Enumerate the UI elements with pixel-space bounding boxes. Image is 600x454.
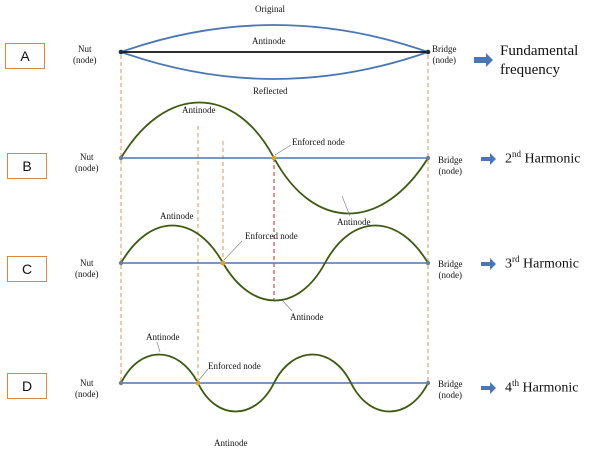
label-antinode-b-top: Antinode: [182, 105, 216, 115]
harmonic-word-d: Harmonic: [519, 380, 579, 396]
bridge-text-a: Bridge: [432, 44, 457, 54]
bridge-text-c: Bridge: [438, 259, 463, 269]
bridge-note-a: (node): [432, 55, 457, 65]
nut-label-a: Nut (node): [73, 44, 97, 66]
wave-original: [120, 24, 429, 53]
nut-note-c: (node): [75, 269, 99, 279]
nut-note-d: (node): [75, 389, 99, 399]
fundamental-line1: Fundamental: [500, 43, 579, 59]
harmonic-sup-d: th: [512, 378, 520, 388]
bridge-text-b: Bridge: [438, 155, 463, 165]
wave-d: [120, 353, 429, 413]
nut-note-a: (node): [73, 55, 97, 65]
harmonic-sup-c: rd: [512, 254, 520, 264]
nut-text-b: Nut: [80, 152, 94, 162]
nut-text-c: Nut: [80, 258, 94, 268]
nut-text-a: Nut: [78, 44, 92, 54]
row-label-c: C: [7, 256, 47, 282]
row-label-d: D: [7, 373, 47, 399]
antinode-pointer-b-bottom: [341, 195, 351, 217]
nut-node-d: [118, 380, 124, 386]
harmonic-label-c: 3rd Harmonic: [505, 254, 579, 273]
label-enforced-node-d: Enforced node: [208, 361, 261, 371]
label-antinode-d-top: Antinode: [146, 332, 180, 342]
label-enforced-node-b: Enforced node: [292, 137, 345, 147]
harmonic-num-d: 4: [505, 380, 512, 396]
enforced-pointer-b: [274, 144, 292, 156]
arrow-d: [481, 382, 496, 394]
fundamental-line2: frequency: [500, 62, 560, 78]
nut-node-c: [118, 260, 124, 266]
bridge-node-b: [425, 155, 431, 161]
fundamental-frequency-label: Fundamental frequency: [500, 42, 578, 80]
nut-label-c: Nut (node): [75, 258, 99, 280]
bridge-note-b: (node): [438, 166, 463, 176]
row-label-a: A: [5, 43, 45, 69]
enforced-node-d: [195, 380, 201, 386]
arrow-b: [481, 153, 496, 165]
label-reflected: Reflected: [253, 86, 288, 96]
harmonic-num-b: 2: [505, 151, 512, 167]
bridge-note-c: (node): [438, 270, 463, 280]
bridge-node-d: [425, 380, 431, 386]
bridge-node-a: [425, 49, 431, 55]
bridge-node-c: [425, 260, 431, 266]
arrow-a: [474, 53, 493, 67]
nut-node-a: [118, 49, 124, 55]
row-label-b: B: [7, 153, 47, 179]
nut-note-b: (node): [75, 163, 99, 173]
harmonic-label-d: 4th Harmonic: [505, 378, 579, 397]
enforced-node-b: [271, 155, 277, 161]
harmonic-sup-b: nd: [512, 149, 521, 159]
enforced-pointer-c: [223, 240, 243, 261]
antinode-pointer-c-bottom: [281, 299, 293, 312]
arrow-c: [481, 258, 496, 270]
label-antinode-c-bottom: Antinode: [290, 312, 324, 322]
label-antinode-b-bottom: Antinode: [337, 217, 371, 227]
antinode-pointer-d-top: [156, 341, 161, 353]
label-antinode-d-bottom: Antinode: [214, 438, 248, 448]
label-antinode-a: Antinode: [252, 36, 286, 46]
enforced-node-c: [220, 260, 226, 266]
nut-node-b: [118, 155, 124, 161]
harmonic-word-b: Harmonic: [521, 151, 581, 167]
bridge-label-b: Bridge (node): [438, 155, 463, 177]
harmonic-label-b: 2nd Harmonic: [505, 149, 580, 168]
nut-label-d: Nut (node): [75, 378, 99, 400]
bridge-note-d: (node): [438, 390, 463, 400]
bridge-text-d: Bridge: [438, 379, 463, 389]
label-original: Original: [255, 4, 285, 14]
wave-reflected: [120, 51, 429, 80]
label-antinode-c-top: Antinode: [160, 211, 194, 221]
nut-label-b: Nut (node): [75, 152, 99, 174]
enforced-pointer-d: [198, 368, 209, 381]
bridge-label-d: Bridge (node): [438, 379, 463, 401]
nut-text-d: Nut: [80, 378, 94, 388]
harmonic-word-c: Harmonic: [519, 256, 579, 272]
wave-c: [120, 224, 429, 302]
bridge-label-c: Bridge (node): [438, 259, 463, 281]
label-enforced-node-c: Enforced node: [245, 231, 298, 241]
bridge-label-a: Bridge (node): [432, 44, 457, 66]
harmonic-num-c: 3: [505, 256, 512, 272]
